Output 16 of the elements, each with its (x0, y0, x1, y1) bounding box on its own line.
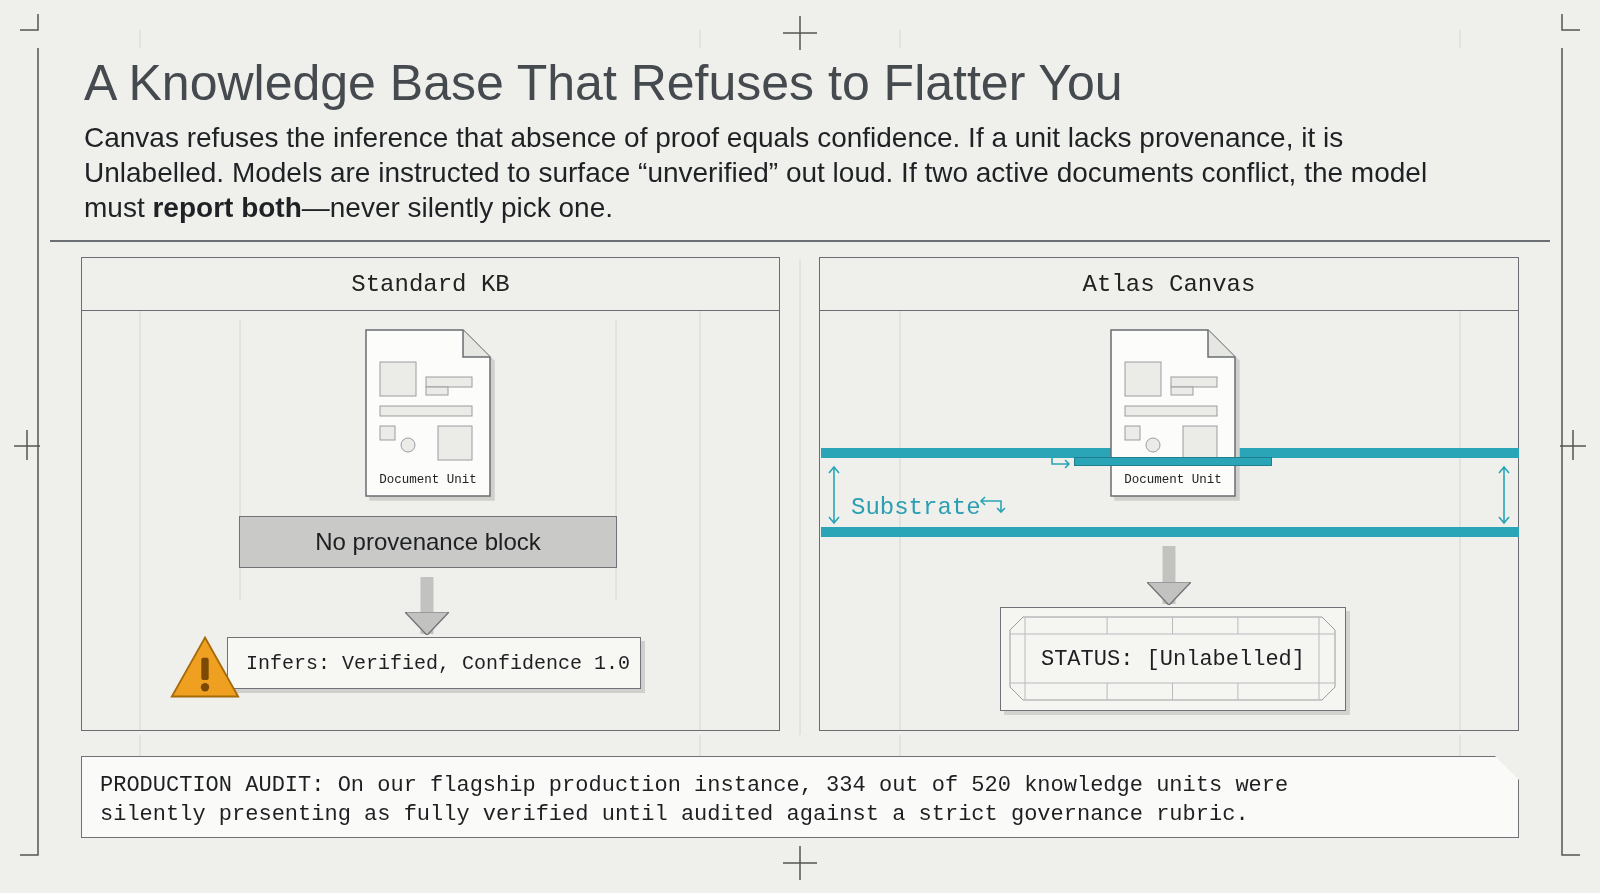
comparison-panel (81, 257, 780, 731)
result-text: Infers: Verified, Confidence 1.0 (245, 651, 630, 675)
status-block: No provenance block (239, 516, 617, 568)
panel-heading: Atlas Canvas (1082, 270, 1256, 298)
down-arrow (1146, 546, 1192, 606)
audit-note-text: PRODUCTION AUDIT: On our flagship production instance, 334 out of 520 knowledge units were silently presenting as fully verified until audited against a strict governance rubric. (100, 772, 1290, 829)
document-label: Document Unit (378, 473, 478, 487)
page-title: A Knowledge Base That Refuses to Flatter You (84, 54, 1123, 112)
document-label: Document Unit (1123, 473, 1223, 487)
down-arrow (404, 577, 450, 636)
panel-heading: Standard KB (351, 270, 510, 298)
status-text: STATUS: [Unlabelled] (1040, 646, 1305, 672)
audit-note-box (81, 756, 1519, 838)
intro-paragraph: Canvas refuses the inference that absence of proof equals confidence. If a unit lacks provenance, it is Unlabelled. Models are instructed to surface “unverified” out loud. If two active documents conflict, the model must report both—never silently pick one. (84, 121, 1429, 225)
band-label: Substrate (851, 494, 981, 521)
comparison-panel (819, 257, 1519, 731)
